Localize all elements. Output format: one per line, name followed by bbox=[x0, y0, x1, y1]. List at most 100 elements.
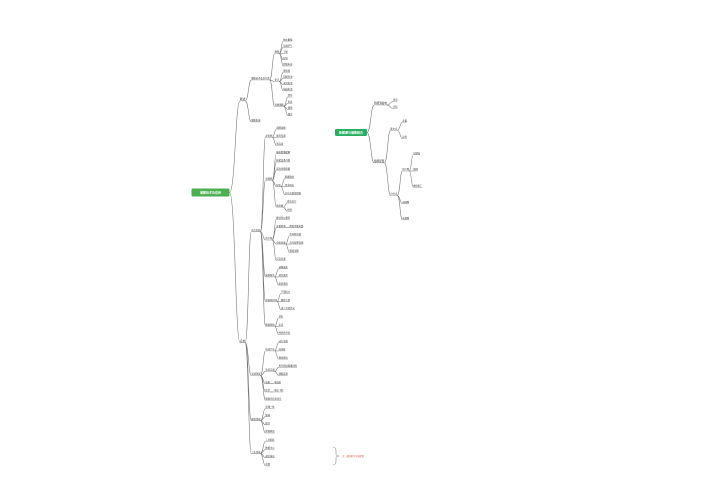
topic-node[interactable]: 电网侧 bbox=[265, 177, 273, 181]
topic-node[interactable]: 电源侧 bbox=[402, 216, 410, 221]
topic-node[interactable]: 钠硫电池 bbox=[283, 87, 293, 92]
topic-node[interactable]: 应急电源 bbox=[276, 257, 286, 261]
topic-node[interactable]: 微电网 bbox=[276, 203, 284, 208]
topic-node[interactable]: 概述 bbox=[240, 97, 246, 102]
topic-node[interactable]: 光储充 bbox=[413, 151, 421, 155]
topic-node[interactable]: 电网侧 bbox=[402, 200, 410, 204]
topic-node[interactable]: 锂电池 bbox=[283, 68, 291, 73]
topic-node[interactable]: 储能配置 bbox=[374, 159, 385, 164]
topic-node[interactable]: 新能源并网 bbox=[265, 298, 278, 302]
topic-node[interactable]: 集中式 bbox=[390, 126, 398, 131]
topic-node[interactable]: 超级电容 bbox=[283, 62, 293, 67]
topic-node[interactable]: 其他 bbox=[265, 462, 271, 467]
topic-node[interactable]: 应用 bbox=[240, 339, 246, 343]
topic-node[interactable]: 交通领域 bbox=[251, 372, 261, 376]
topic-node[interactable]: 航空 bbox=[265, 388, 271, 393]
topic-node[interactable]: 需求响应 bbox=[284, 183, 295, 187]
topic-node[interactable]: 容量管理 bbox=[276, 224, 286, 228]
topic-node[interactable]: 储能发展 bbox=[251, 118, 261, 123]
topic-node[interactable]: 降低需量电费 bbox=[289, 224, 304, 228]
topic-node[interactable]: 换电模式 bbox=[278, 355, 289, 360]
topic-node[interactable]: 孤岛运行 bbox=[287, 199, 297, 204]
topic-node[interactable]: 容量 bbox=[402, 118, 408, 123]
topic-node[interactable]: 超导 bbox=[283, 56, 288, 60]
topic-node[interactable]: 谐波治理 bbox=[289, 249, 300, 253]
topic-label: 压缩空气 bbox=[283, 44, 293, 48]
topic-node[interactable]: 再生制动能量回收 bbox=[278, 364, 298, 368]
topic-node[interactable]: 备用电源 bbox=[276, 134, 286, 138]
topic-node[interactable]: 智能家居 bbox=[265, 429, 275, 434]
topic-node[interactable]: 铅酸电池 bbox=[283, 75, 293, 79]
topic-node[interactable]: 储冷 bbox=[287, 112, 293, 116]
topic-node[interactable]: 黑启动 bbox=[276, 142, 284, 146]
topic-node[interactable]: 压缩空气 bbox=[283, 44, 293, 48]
topic-node[interactable]: 船舶 bbox=[265, 380, 271, 384]
connector-line bbox=[244, 342, 252, 421]
topic-node[interactable]: 建筑领域 bbox=[251, 417, 261, 421]
topic-node[interactable]: 并网 bbox=[287, 207, 292, 212]
topic-node[interactable]: 选址 bbox=[278, 314, 284, 319]
topic-node[interactable]: 电容 bbox=[287, 99, 293, 104]
topic-node[interactable]: 抽水蓄能 bbox=[283, 37, 293, 42]
topic-node[interactable]: 通信基站 bbox=[265, 454, 275, 458]
topic-node[interactable]: 充电桩 bbox=[278, 347, 287, 352]
topic-node[interactable]: 电力系统 bbox=[251, 228, 261, 233]
topic-nodes: 概述储能技术及其分类物理抽水蓄能压缩空气飞轮超导超级电容化学锂电池铅酸电池液流电… bbox=[240, 37, 423, 467]
topic-node[interactable]: 电压暂降治理 bbox=[289, 240, 304, 245]
topic-node[interactable]: 工业园区 bbox=[265, 437, 275, 442]
topic-node[interactable]: 电动船 bbox=[274, 380, 282, 384]
topic-node[interactable]: 减少弃风弃光 bbox=[280, 306, 295, 311]
topic-node[interactable]: 新能源发电 bbox=[374, 101, 387, 106]
topic-node[interactable]: 飞轮 bbox=[283, 50, 288, 54]
topic-node[interactable]: 调压服务 bbox=[278, 273, 289, 278]
topic-label: 新能源并网 bbox=[265, 298, 277, 302]
topic-node[interactable]: 不间断电源 bbox=[289, 232, 302, 237]
topic-node[interactable]: 储热 bbox=[287, 106, 293, 110]
topic-node[interactable]: 削峰填谷 bbox=[284, 175, 295, 179]
topic-node[interactable]: 动力电池 bbox=[278, 339, 289, 343]
topic-node[interactable]: 超导 bbox=[287, 93, 293, 98]
topic-node[interactable]: 辅助服务 bbox=[265, 273, 275, 278]
root-topic[interactable]: 储能技术及应用 bbox=[191, 188, 230, 197]
topic-node[interactable]: 调频服务 bbox=[278, 265, 289, 269]
topic-node[interactable]: 储能式有轨电车 bbox=[265, 396, 282, 401]
topic-node[interactable]: 工业领域 bbox=[251, 450, 261, 454]
topic-node[interactable]: 电磁储能 bbox=[274, 103, 285, 107]
topic-node[interactable]: 用户侧 bbox=[402, 167, 410, 172]
topic-node[interactable]: 化学 bbox=[274, 78, 280, 82]
topic-node[interactable]: 用户侧 bbox=[265, 236, 273, 241]
topic-node[interactable]: 分布式能源消纳 bbox=[284, 191, 302, 196]
topic-node[interactable]: 储冷 bbox=[265, 421, 271, 426]
topic-node[interactable]: 经济性评估 bbox=[278, 331, 291, 335]
topic-node[interactable]: 调峰调频 bbox=[276, 125, 286, 130]
topic-node[interactable]: 输电阻塞缓解 bbox=[276, 150, 291, 154]
topic-node[interactable]: 储能技术及其分类 bbox=[251, 76, 270, 81]
topic-node[interactable]: 光伏 bbox=[393, 105, 398, 109]
topic-node[interactable]: 物理 bbox=[274, 50, 280, 54]
topic-node[interactable]: 配电 bbox=[276, 183, 282, 187]
topic-node[interactable]: 提高电能质量 bbox=[276, 166, 291, 171]
topic-node[interactable]: 延缓设备升级 bbox=[276, 158, 291, 163]
topic-node[interactable]: 轨道交通 bbox=[265, 368, 275, 372]
topic-node[interactable]: 电动汽车 bbox=[265, 347, 275, 352]
topic-node[interactable]: 定容 bbox=[278, 322, 284, 327]
topic-node[interactable]: 风电 bbox=[393, 98, 398, 102]
topic-node[interactable]: 储热 bbox=[265, 413, 271, 417]
topic-node[interactable]: 峰谷电价套利 bbox=[276, 216, 291, 220]
topic-node[interactable]: 电能质量 bbox=[276, 240, 286, 245]
topic-node[interactable]: 功率 bbox=[402, 135, 408, 139]
topic-node[interactable]: 微网 bbox=[413, 167, 418, 172]
topic-node[interactable]: 储能规划 bbox=[265, 322, 275, 327]
secondary-root-topic[interactable]: 新能源与储能结合 bbox=[335, 129, 367, 136]
topic-node[interactable]: 发电侧 bbox=[265, 134, 273, 138]
topic-node[interactable]: 平滑出力 bbox=[280, 290, 291, 294]
topic-node[interactable]: 虚拟电厂 bbox=[413, 183, 423, 188]
topic-node[interactable]: 数据中心 bbox=[265, 446, 275, 450]
topic-node[interactable]: 跟踪计划 bbox=[280, 298, 291, 302]
topic-node[interactable]: 液流电池 bbox=[283, 81, 293, 85]
topic-node[interactable]: 储能装置 bbox=[278, 372, 289, 376]
topic-node[interactable]: 光储一体 bbox=[265, 405, 275, 409]
topic-node[interactable]: 分布式 bbox=[390, 192, 398, 196]
topic-node[interactable]: 旋转备用 bbox=[278, 281, 289, 286]
topic-node[interactable]: 电动飞机 bbox=[274, 388, 284, 393]
